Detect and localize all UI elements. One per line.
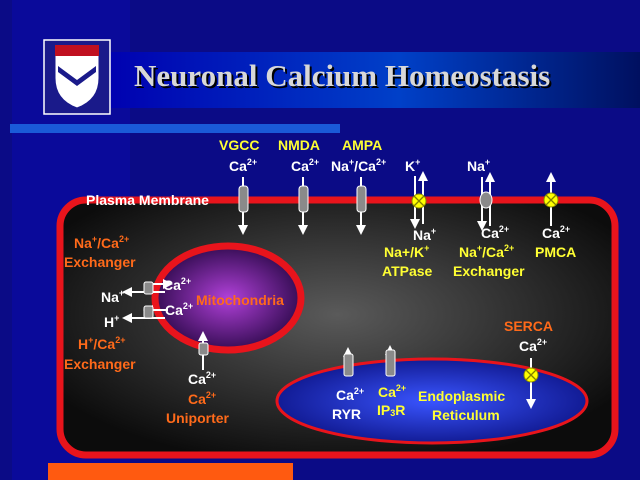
endoplasmic-reticulum-shape bbox=[275, 357, 589, 445]
penn-shield-icon bbox=[43, 39, 111, 115]
label-ca-ip3r: Ca2+ bbox=[378, 383, 407, 401]
label-mitochondria: Mitochondria bbox=[196, 292, 284, 308]
label-reticulum: Reticulum bbox=[432, 407, 500, 423]
atpase-pump-icon bbox=[411, 192, 559, 383]
label-ca-pmca-in: Ca2+ bbox=[542, 224, 571, 242]
label-exchanger-right: Exchanger bbox=[453, 263, 525, 279]
label-na-top: Na+ bbox=[467, 157, 491, 175]
label-ca-nmda: Ca2+ bbox=[291, 157, 320, 175]
mitochondria-shape bbox=[151, 242, 305, 354]
label-ca-exch-in: Ca2+ bbox=[481, 224, 510, 242]
label-na-ca-exchanger-left: Na+/Ca2+ bbox=[74, 234, 130, 252]
label-plasma-membrane: Plasma Membrane bbox=[86, 192, 209, 208]
label-h-ca-exchanger: H+/Ca2+ bbox=[78, 335, 126, 353]
label-na-ca-ampa: Na+/Ca2+ bbox=[331, 157, 387, 175]
label-atpase: ATPase bbox=[382, 263, 433, 279]
label-exchanger-h: Exchanger bbox=[64, 356, 136, 372]
title-underline-bar bbox=[10, 124, 340, 133]
label-exchanger-left: Exchanger bbox=[64, 254, 136, 270]
ion-channel-icon bbox=[143, 185, 493, 377]
label-ryr: RYR bbox=[332, 406, 362, 422]
bottom-accent-bar bbox=[48, 463, 293, 480]
label-ca-vgcc: Ca2+ bbox=[229, 157, 258, 175]
label-na-ca-exchanger-right: Na+/Ca2+ bbox=[459, 243, 515, 261]
label-ip3r: IP3R bbox=[377, 402, 406, 418]
label-ca-mito-1: Ca2+ bbox=[163, 276, 192, 294]
label-uniporter: Uniporter bbox=[166, 410, 229, 426]
page-title: Neuronal Calcium Homeostasis bbox=[134, 58, 551, 93]
label-vgcc: VGCC bbox=[219, 137, 260, 153]
label-h-left: H+ bbox=[104, 313, 120, 331]
label-ca-mito-2: Ca2+ bbox=[165, 301, 194, 319]
label-serca: SERCA bbox=[504, 318, 554, 334]
label-na-left: Na+ bbox=[101, 288, 125, 306]
label-endoplasmic: Endoplasmic bbox=[418, 388, 506, 404]
label-ampa: AMPA bbox=[342, 137, 383, 153]
label-ca-uniporter: Ca2+ bbox=[188, 390, 217, 408]
label-pmca: PMCA bbox=[535, 244, 577, 260]
label-ca-ryr: Ca2+ bbox=[336, 386, 365, 404]
label-ca-uniporter-cyto: Ca2+ bbox=[188, 370, 217, 388]
label-k: K+ bbox=[405, 157, 421, 175]
label-ca-serca: Ca2+ bbox=[519, 337, 548, 355]
title-banner bbox=[105, 52, 640, 108]
label-na-pump-in: Na+ bbox=[413, 226, 437, 244]
label-nmda: NMDA bbox=[278, 137, 320, 153]
label-na-k-atpase: Na+/K+ bbox=[384, 243, 430, 261]
